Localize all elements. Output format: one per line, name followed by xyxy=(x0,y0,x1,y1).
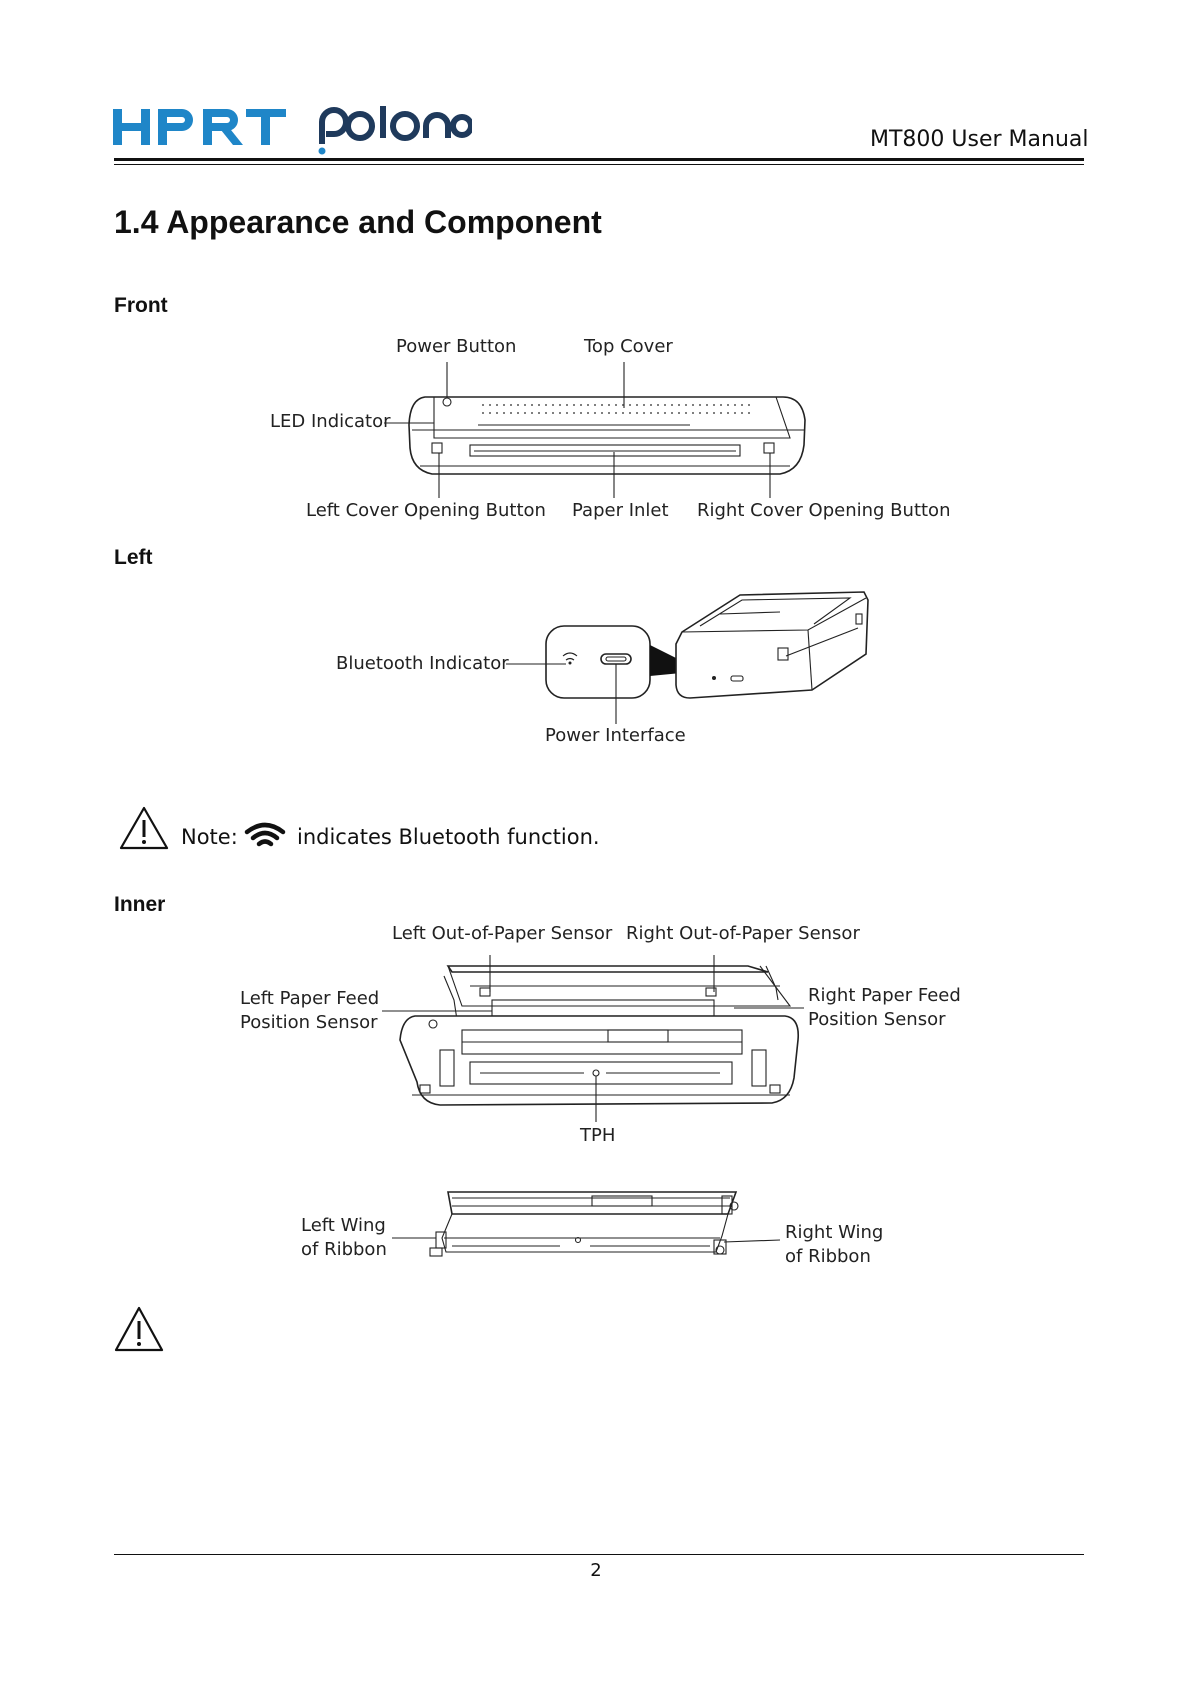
label-right-wing-1: Right Wing xyxy=(785,1222,884,1243)
manual-title: MT800 User Manual xyxy=(870,127,1089,152)
label-left-paper-feed-2: Position Sensor xyxy=(240,1012,378,1033)
ribbon-illustration xyxy=(392,1191,781,1257)
label-left-wing-2: of Ribbon xyxy=(301,1239,387,1260)
label-left-out-of-paper-sensor: Left Out-of-Paper Sensor xyxy=(392,923,613,944)
label-right-paper-feed-2: Position Sensor xyxy=(808,1009,946,1030)
label-led-indicator: LED Indicator xyxy=(270,411,391,432)
page-title: 1.4 Appearance and Component xyxy=(114,204,602,240)
label-right-wing-2: of Ribbon xyxy=(785,1246,871,1267)
bluetooth-icon-small xyxy=(562,652,578,665)
label-power-interface: Power Interface xyxy=(545,725,686,746)
label-left-wing-1: Left Wing xyxy=(301,1215,386,1236)
label-right-paper-feed-1: Right Paper Feed xyxy=(808,985,961,1006)
footer-rule xyxy=(114,1554,1084,1555)
printer-front-illustration xyxy=(384,362,806,498)
bluetooth-icon xyxy=(244,822,286,847)
hprt-logo xyxy=(113,109,286,145)
label-left-paper-feed-1: Left Paper Feed xyxy=(240,988,380,1009)
header-rule-thin xyxy=(114,164,1084,165)
warning-icon xyxy=(119,806,169,850)
label-bluetooth-indicator: Bluetooth Indicator xyxy=(336,653,509,674)
printer-left-illustration xyxy=(506,591,869,724)
section-heading-inner: Inner xyxy=(114,893,166,916)
label-tph: TPH xyxy=(580,1125,616,1146)
label-right-out-of-paper-sensor: Right Out-of-Paper Sensor xyxy=(626,923,860,944)
label-left-cover-opening-button: Left Cover Opening Button xyxy=(306,500,546,521)
warning-icon-bottom xyxy=(114,1306,164,1352)
label-power-button: Power Button xyxy=(396,336,517,357)
label-right-cover-opening-button: Right Cover Opening Button xyxy=(697,500,951,521)
section-heading-front: Front xyxy=(114,294,168,317)
note-text: indicates Bluetooth function. xyxy=(297,825,600,849)
polono-logo xyxy=(318,106,472,155)
section-heading-left: Left xyxy=(114,546,153,569)
label-paper-inlet: Paper Inlet xyxy=(572,500,669,521)
label-top-cover: Top Cover xyxy=(584,336,673,357)
printer-inner-illustration xyxy=(382,955,804,1122)
header-rule xyxy=(114,158,1084,161)
page-number: 2 xyxy=(590,1560,602,1581)
note-prefix: Note: xyxy=(181,825,238,849)
